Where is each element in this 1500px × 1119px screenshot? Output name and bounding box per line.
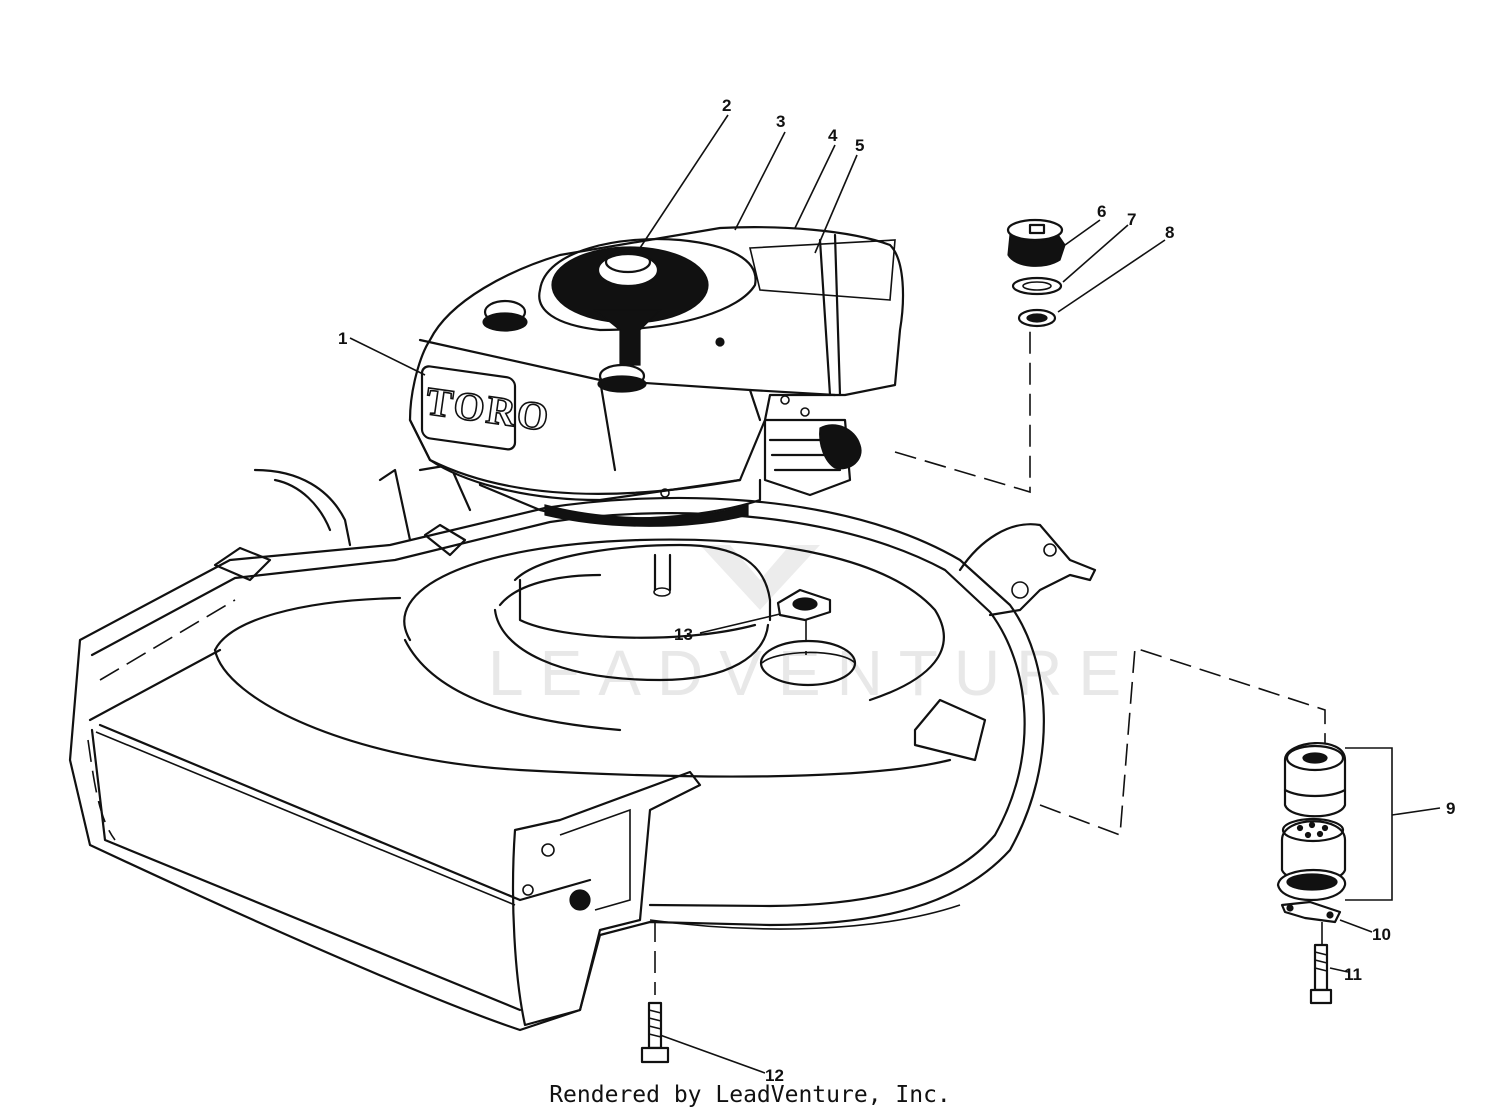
callout-7: 7 [1127, 210, 1136, 229]
callout-6: 6 [1097, 202, 1106, 221]
muffler-assembly [1039, 646, 1441, 1005]
callout-4: 4 [828, 126, 838, 145]
gasket [776, 588, 832, 655]
mower-deck [68, 463, 1097, 1032]
toro-logo-plate [420, 365, 517, 451]
callout-5: 5 [855, 136, 864, 155]
bolt [640, 920, 670, 1064]
callout-13: 13 [674, 625, 693, 644]
callout-2: 2 [722, 96, 731, 115]
fuel-cap-assembly [1006, 218, 1066, 328]
callout-10: 10 [1372, 925, 1391, 944]
callout-9: 9 [1446, 799, 1455, 818]
callouts: 1 2 3 4 5 6 7 8 9 10 11 12 13 [338, 96, 1455, 1085]
watermark-text: LEADVENTURE [488, 637, 1137, 709]
watermark: LEADVENTURE [488, 545, 1137, 709]
render-credit: Rendered by LeadVenture, Inc. [549, 1082, 951, 1108]
callout-3: 3 [776, 112, 785, 131]
leader-lines [349, 114, 1373, 1074]
callout-8: 8 [1165, 223, 1174, 242]
callout-12: 12 [765, 1066, 784, 1085]
callout-11: 11 [1344, 965, 1362, 984]
engine: TORO [408, 226, 1031, 527]
callout-1: 1 [338, 329, 347, 348]
